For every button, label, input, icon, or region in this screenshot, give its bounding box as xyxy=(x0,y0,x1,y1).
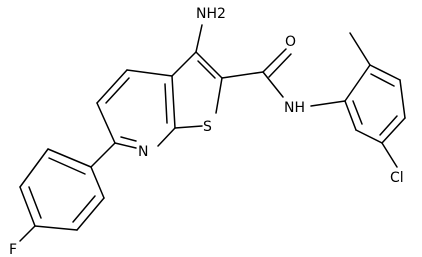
bond-s-c7a xyxy=(174,125,203,129)
fluorine-label: F xyxy=(9,242,17,257)
bond-r4-r5-inner xyxy=(379,115,398,136)
bond-c3-c2-inner xyxy=(197,60,216,79)
chloromethylphenyl-ring xyxy=(310,32,406,168)
bond-c6-n7-inner xyxy=(120,136,137,142)
bond-ar6-ar1 xyxy=(90,166,105,199)
bond-c4-c5-inner xyxy=(105,77,130,104)
bond-c5-c6 xyxy=(96,102,116,144)
bond-ar1-ar2-inner xyxy=(48,157,86,175)
bond-ar5-ar6 xyxy=(76,197,105,231)
bond-c7a-c3a xyxy=(171,75,176,129)
bond-carbonyl-o xyxy=(262,48,287,73)
bond-c4-c5 xyxy=(96,69,128,104)
bond-ar3-ar4-inner xyxy=(28,186,42,219)
fluorophenyl-ring xyxy=(19,142,116,242)
bond-carbonyl-nh xyxy=(262,71,284,98)
bond-ar4-f xyxy=(19,225,36,242)
bond-ar2-ar3 xyxy=(19,148,49,188)
bond-nh-ring xyxy=(310,100,346,107)
bond-r2-methyl xyxy=(349,32,371,66)
bond-c3a-c4 xyxy=(126,69,173,77)
bond-n7-c7a xyxy=(157,127,176,147)
bond-carbonyl-o-double xyxy=(268,53,292,78)
bond-ar4-ar5 xyxy=(34,225,78,231)
bond-r3-r4 xyxy=(399,79,406,119)
amide-nitrogen-label: NH xyxy=(284,100,305,116)
thiophene-ring xyxy=(164,51,223,129)
bond-c7a-c3a-inner xyxy=(164,83,168,124)
pyridine-nitrogen-label: N xyxy=(138,144,148,160)
pyridine-ring xyxy=(96,69,176,149)
bond-ar3-ar4 xyxy=(19,186,36,227)
carbonyl-oxygen-label: O xyxy=(285,34,296,50)
thiophene-sulfur-label: S xyxy=(203,119,212,135)
amine-label: NH2 xyxy=(196,6,226,22)
bond-c3-c3a xyxy=(171,51,197,77)
bond-c2-s xyxy=(215,77,223,114)
bond-r1-r2 xyxy=(344,64,371,102)
bond-c2-carbonyl xyxy=(221,71,264,79)
bond-ar5-ar6-inner xyxy=(72,195,96,223)
bond-r2-r3 xyxy=(369,64,401,81)
bond-r6-r1 xyxy=(344,100,357,131)
bond-c6-aryl xyxy=(90,142,116,168)
bond-r2-r3-inner xyxy=(370,73,395,87)
bond-r6-r1-inner xyxy=(352,100,363,125)
bond-c6-n7 xyxy=(114,142,137,149)
amide-group xyxy=(221,48,292,98)
bond-c3-c2 xyxy=(195,51,223,79)
bond-r5-cl xyxy=(381,142,398,168)
bond-r5-r6 xyxy=(355,129,383,144)
bond-r4-r5 xyxy=(381,117,406,144)
bond-ar1-ar2 xyxy=(47,148,92,168)
bond-c3-nh2 xyxy=(195,24,203,53)
chlorine-label: Cl xyxy=(390,170,404,186)
